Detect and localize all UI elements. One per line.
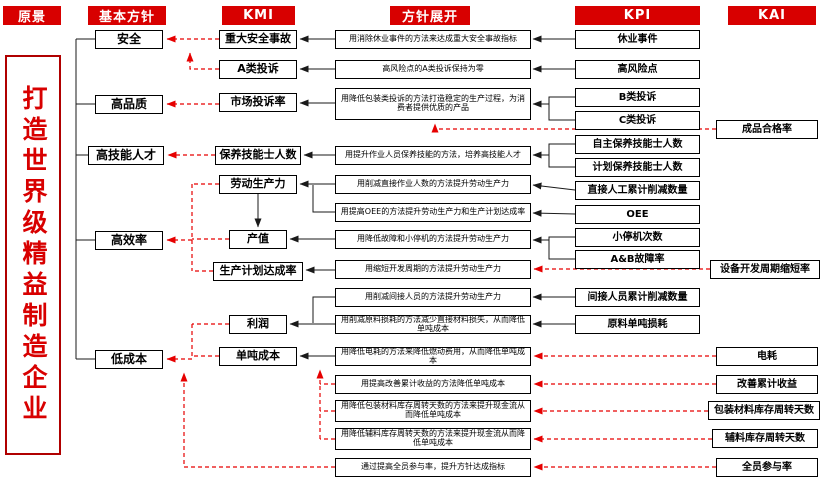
deploy-item: 高风险点的A类投诉保持为零	[335, 60, 531, 79]
kai-item: 全员参与率	[716, 458, 818, 477]
kai-item: 包装材料库存周转天数	[708, 401, 820, 420]
kpi-column-header: KPI	[575, 6, 700, 25]
deploy-item: 用降低电耗的方法来降低燃动费用，从而降低单吨成本	[335, 347, 531, 366]
kmi-item: 市场投诉率	[219, 93, 297, 112]
vision-statement: 打造世界级精益制造企业	[5, 55, 61, 455]
kai-item: 辅料库存周转天数	[712, 429, 818, 448]
deploy-item: 用削减原料损耗的方法减少直接材料损失，从而降低单吨成本	[335, 315, 531, 334]
deploy-item: 用消除休业事件的方法来达成重大安全事故指标	[335, 30, 531, 49]
kpi-item: 计划保养技能士人数	[575, 158, 700, 177]
kpi-item: C类投诉	[575, 111, 700, 130]
kmi-column-header: KMI	[222, 6, 295, 25]
deploy-column-header: 方针展开	[390, 6, 470, 25]
policy-item-skilled-talent: 高技能人才	[88, 146, 164, 165]
kai-item: 设备开发周期缩短率	[710, 260, 820, 279]
kmi-item: 单吨成本	[219, 347, 297, 366]
vision-column-header: 原景	[3, 6, 61, 25]
policy-item-quality: 高品质	[95, 95, 163, 114]
deploy-to-kmi-arrows	[254, 35, 335, 360]
kmi-item: A类投诉	[219, 60, 297, 79]
deploy-item: 用提高改善累计收益的方法降低单吨成本	[335, 375, 531, 394]
kai-item: 成品合格率	[716, 120, 818, 139]
kai-item: 电耗	[716, 347, 818, 366]
deploy-item: 用缩短开发周期的方法提升劳动生产力	[335, 260, 531, 279]
policy-item-efficiency: 高效率	[95, 231, 163, 250]
deploy-item: 用降低包装材料库存周转天数的方法来提升现金流从而降低单吨成本	[335, 400, 531, 422]
kpi-item: B类投诉	[575, 88, 700, 107]
kpi-item: A&B故障率	[575, 250, 700, 269]
deploy-item: 用削减间接人员的方法提升劳动生产力	[335, 288, 531, 307]
deploy-item: 用提高OEE的方法提升劳动生产力和生产计划达成率	[335, 203, 531, 222]
kmi-item: 保养技能士人数	[215, 146, 301, 165]
kmi-item: 产值	[229, 230, 287, 249]
policy-item-low-cost: 低成本	[95, 350, 163, 369]
kpi-item: 休业事件	[575, 30, 700, 49]
deploy-item: 用削减直接作业人数的方法提升劳动生产力	[335, 175, 531, 194]
deploy-item: 用降低故障和小停机的方法提升劳动生产力	[335, 230, 531, 249]
kai-item: 改善累计收益	[716, 375, 818, 394]
kmi-item: 劳动生产力	[219, 175, 297, 194]
kmi-item: 生产计划达成率	[213, 262, 303, 281]
kai-column-header: KAI	[728, 6, 816, 25]
kpi-item: 原料单吨损耗	[575, 315, 700, 334]
policy-column-header: 基本方针	[88, 6, 166, 25]
policy-item-safety: 安全	[95, 30, 163, 49]
kpi-item: 间接人员累计削减数量	[575, 288, 700, 307]
deploy-item: 通过提高全员参与率，提升方针达成指标	[335, 458, 531, 477]
kmi-item: 利润	[229, 315, 287, 334]
kpi-item: 高风险点	[575, 60, 700, 79]
deploy-item: 用降低包装类投诉的方法打造稳定的生产过程，为消费者提供优质的产品	[335, 88, 531, 120]
kmi-item: 重大安全事故	[219, 30, 297, 49]
red-connector-network	[191, 183, 335, 440]
kpi-item: 直接人工累计削减数量	[575, 181, 700, 200]
kpi-item: 小停机次数	[575, 228, 700, 247]
deploy-item: 用提升作业人员保养技能的方法，培养高技能人才	[335, 146, 531, 165]
kpi-item: 自主保养技能士人数	[575, 135, 700, 154]
deploy-item: 用降低辅料库存周转天数的方法来提升现金流从而降低单吨成本	[335, 428, 531, 450]
kpi-item: OEE	[575, 205, 700, 224]
kpi-to-deploy-arrows	[532, 35, 576, 328]
black-connector-network	[75, 38, 575, 360]
